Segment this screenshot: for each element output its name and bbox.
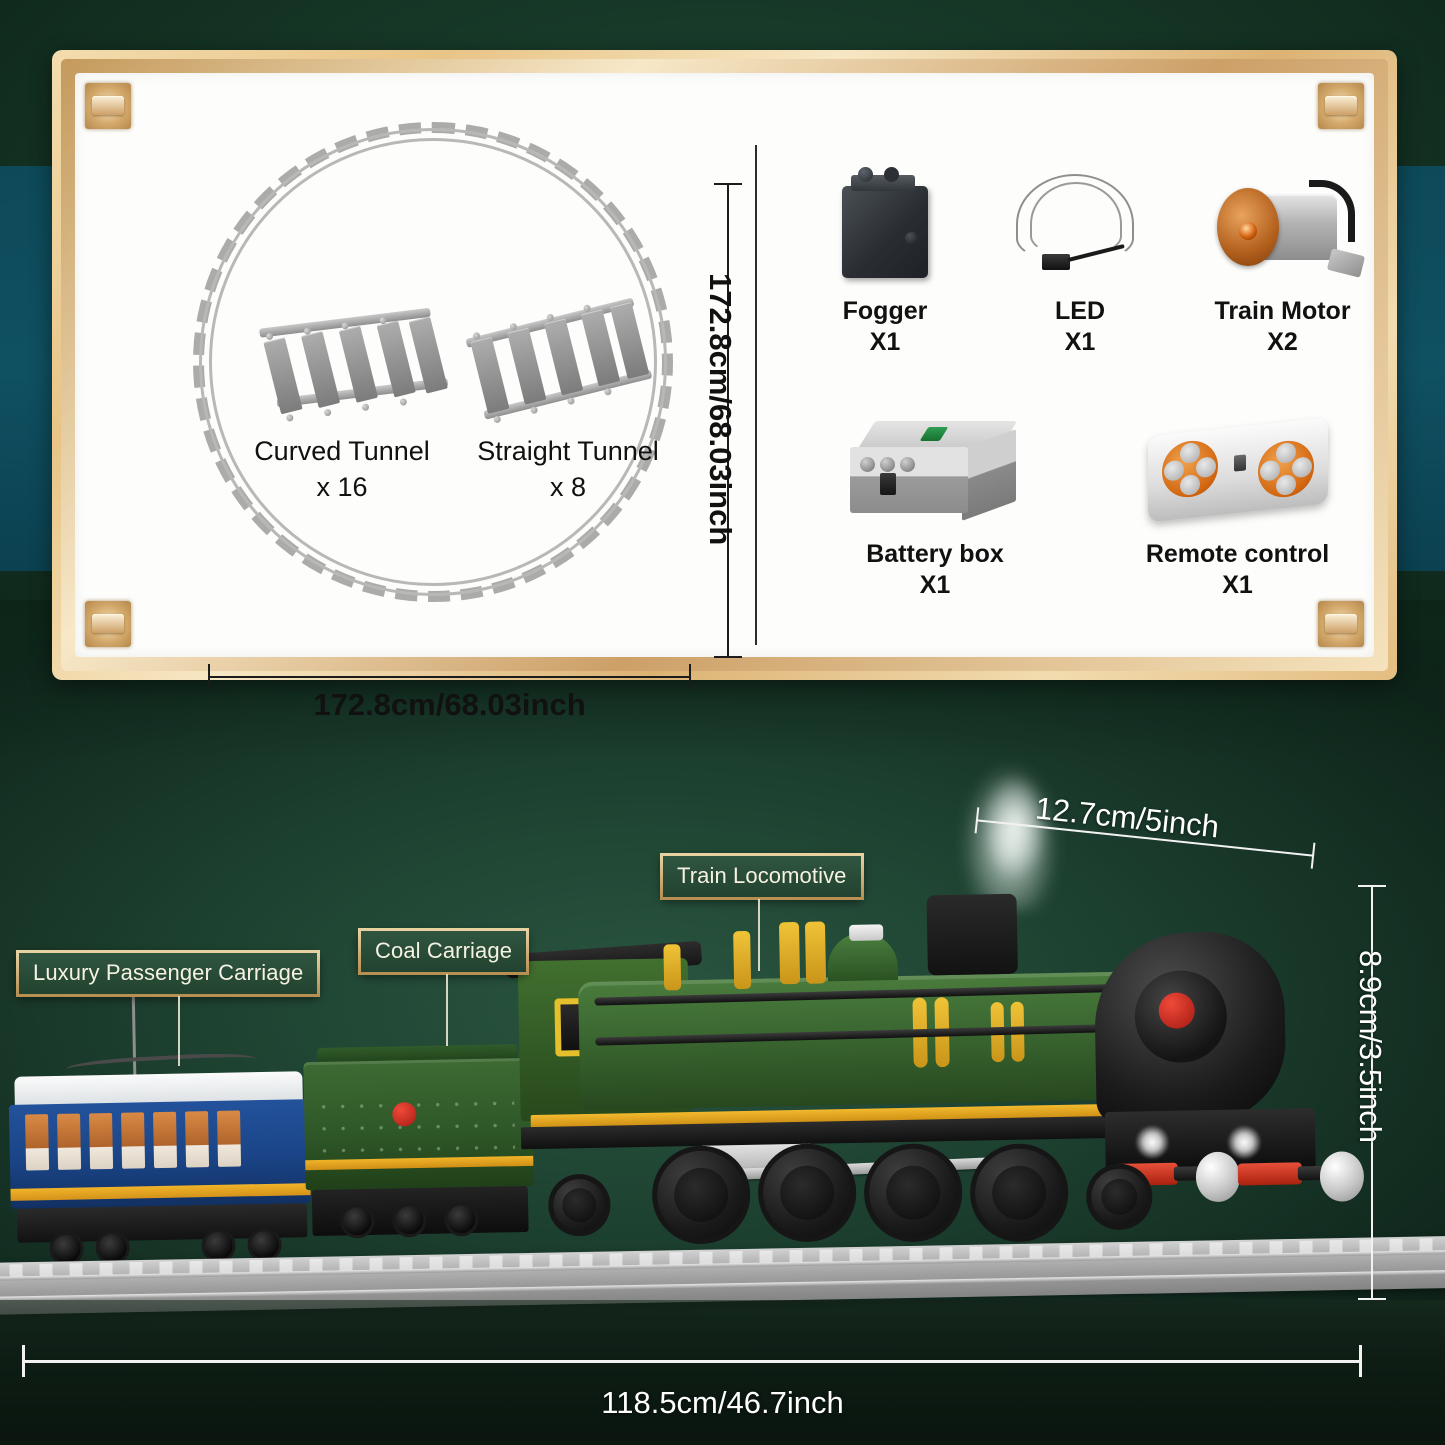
leader-line-passenger [178, 996, 180, 1066]
leader-line-locomotive [758, 899, 760, 971]
card-frame-inner: Curved Tunnel x 16 Straight Tunnel x 8 1… [61, 59, 1388, 722]
loop-height-dimension-line [714, 183, 742, 658]
card-vertical-divider [755, 145, 757, 645]
train-motor-qty: X2 [1267, 328, 1298, 357]
loop-height-dimension-label: 172.8cm/68.03inch [703, 273, 738, 546]
frame-corner-ornament-top-right [1318, 83, 1364, 129]
train-locomotive [496, 872, 1365, 1287]
parts-overview-card: Curved Tunnel x 16 Straight Tunnel x 8 1… [52, 50, 1397, 722]
loco-brass-pipe [778, 921, 801, 985]
led-name: LED [1055, 297, 1105, 325]
loop-width-dimension-line [208, 664, 691, 690]
component-led: LED X1 [990, 168, 1170, 359]
led-qty: X1 [1064, 328, 1096, 357]
leader-line-coal [446, 974, 448, 1046]
component-battery-box: Battery box X1 [830, 413, 1040, 602]
fogger-icon [795, 167, 975, 288]
loco-pony-wheel [1085, 1163, 1153, 1231]
component-fogger: Fogger X1 [795, 167, 975, 359]
curved-tunnel-name: Curved Tunnel [254, 436, 430, 466]
train-height-label: 8.9cm/3.5inch [1353, 950, 1388, 1143]
battery-box-icon [830, 413, 1040, 531]
callout-train-locomotive: Train Locomotive [660, 853, 864, 900]
loco-dome-cap [849, 924, 884, 941]
train-length-label: 118.5cm/46.7inch [601, 1385, 844, 1420]
loco-brass-pipe [663, 944, 682, 991]
floor-reflection [0, 1300, 1445, 1445]
train-scene: Luxury Passenger Carriage Coal Carriage … [0, 700, 1445, 1445]
loop-width-dimension-label: 172.8cm/68.03inch [313, 687, 586, 722]
card-content-area: Curved Tunnel x 16 Straight Tunnel x 8 1… [75, 73, 1374, 722]
train-length-dimension-cap-right [1359, 1345, 1362, 1377]
loco-driving-wheel [757, 1142, 858, 1243]
train-motor-name: Train Motor [1214, 297, 1351, 325]
track-loop-outline [193, 122, 673, 602]
components-grid: Fogger X1 LED X1 [775, 167, 1390, 658]
train-length-dimension-line [22, 1360, 1362, 1363]
battery-box-qty: X1 [919, 571, 951, 600]
loco-smokestack [926, 893, 1018, 976]
straight-tunnel-label: Straight Tunnel x 8 [453, 433, 683, 506]
train-motor-icon [1185, 168, 1380, 288]
luxury-passenger-carriage [8, 984, 312, 1267]
callout-coal-carriage: Coal Carriage [358, 928, 530, 975]
remote-control-name: Remote control [1145, 540, 1330, 568]
loco-driving-wheel [969, 1142, 1070, 1243]
callout-luxury-passenger-carriage: Luxury Passenger Carriage [16, 950, 321, 997]
track-loop-rail-inner [209, 138, 657, 586]
track-loop-diagram: Curved Tunnel x 16 Straight Tunnel x 8 [135, 108, 735, 618]
loco-buffer-ball-left [1195, 1151, 1241, 1203]
loco-buffer-ball-right [1319, 1151, 1365, 1202]
remote-control-qty: X1 [1222, 571, 1253, 600]
loco-brass-pipe [804, 921, 827, 984]
train-height-dimension-cap-top [1358, 885, 1386, 887]
straight-tunnel-name: Straight Tunnel [477, 436, 659, 466]
train-height-dimension-cap-bottom [1358, 1298, 1386, 1300]
straight-tunnel-qty: x 8 [549, 472, 587, 503]
frame-corner-ornament-bottom-left [85, 601, 131, 647]
component-train-motor: Train Motor X2 [1185, 168, 1380, 359]
remote-control-icon [1120, 413, 1355, 531]
component-remote-control: Remote control X1 [1120, 413, 1355, 602]
train-length-dimension-cap-left [22, 1345, 25, 1377]
smoke-plume-inner [960, 730, 1070, 880]
loco-driving-wheel [863, 1142, 964, 1243]
loco-trailing-wheel [547, 1173, 611, 1237]
frame-corner-ornament-top-left [85, 83, 131, 129]
track-loop-rail-outer [199, 128, 667, 596]
led-icon [990, 168, 1170, 288]
frame-corner-ornament-bottom-right [1318, 601, 1364, 647]
loco-driving-wheel [651, 1144, 752, 1245]
fogger-name: Fogger [842, 297, 928, 325]
train-height-dimension-line [1371, 885, 1373, 1300]
curved-tunnel-qty: x 16 [316, 472, 368, 503]
battery-box-name: Battery box [866, 540, 1004, 568]
loco-brass-pipe [733, 930, 752, 990]
loco-buffer-red-right [1237, 1162, 1303, 1186]
fogger-qty: X1 [869, 328, 901, 357]
curved-tunnel-label: Curved Tunnel x 16 [227, 433, 457, 506]
